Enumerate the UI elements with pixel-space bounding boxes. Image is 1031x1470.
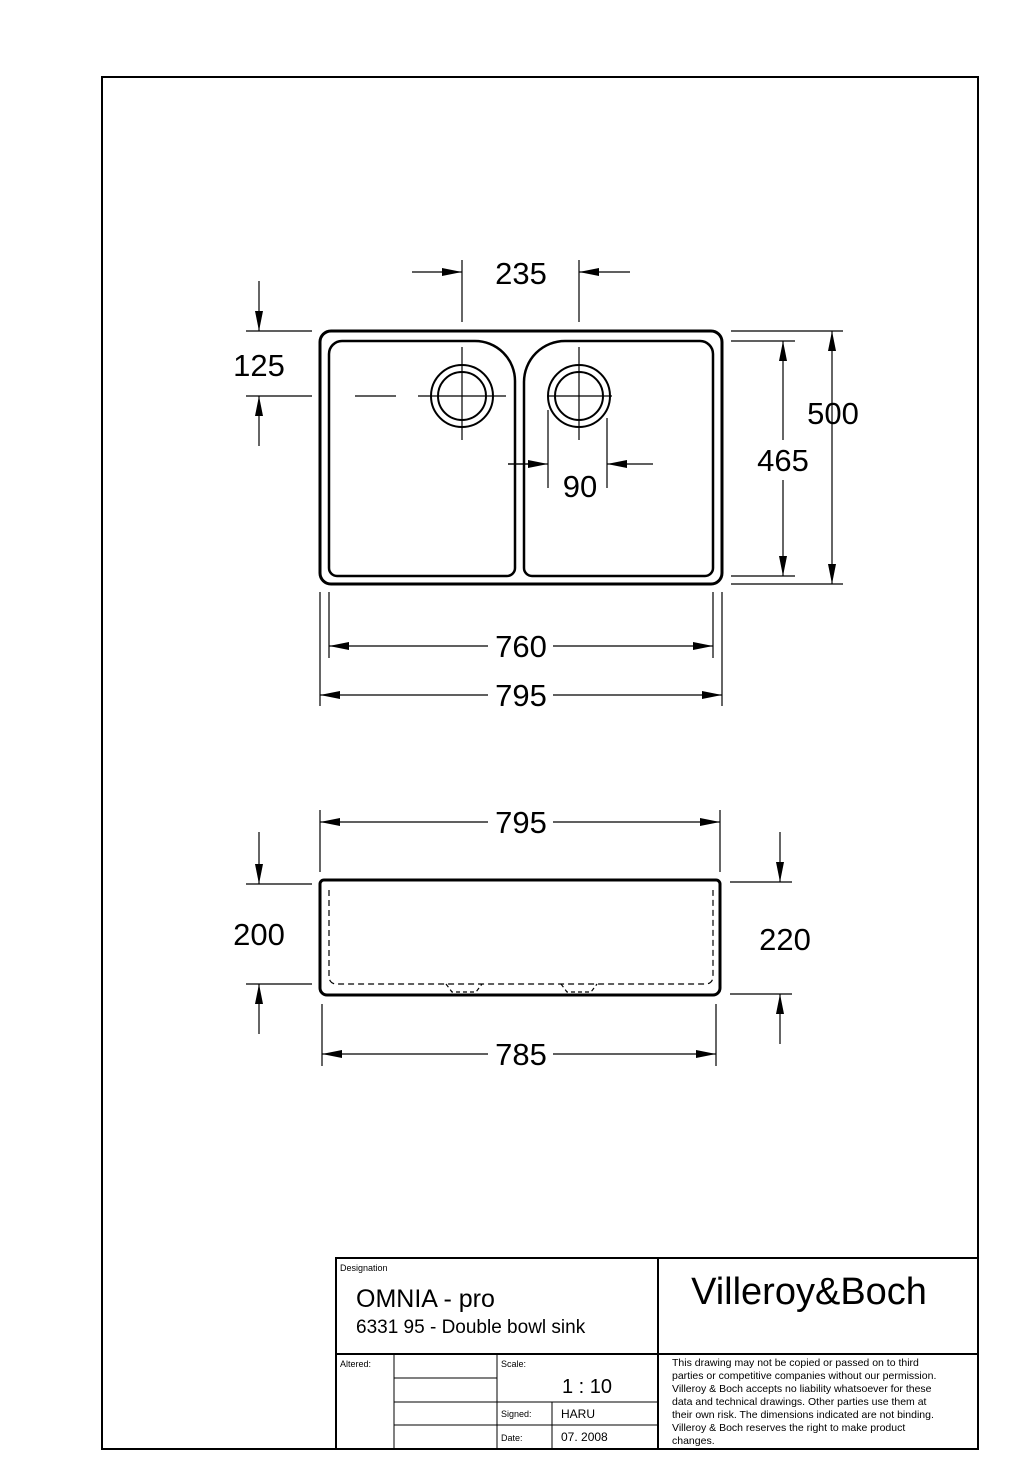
disclaimer-text: This drawing may not be copied or passed… [672,1357,936,1447]
dim-label-235: 235 [495,256,547,291]
dim-label-785: 785 [495,1037,547,1072]
sink-outer-outline [318,329,724,586]
dim-label-795-top: 795 [495,678,547,713]
signed-value: HARU [561,1407,595,1421]
right-drain-hidden [560,983,598,993]
dim-label-500: 500 [807,396,859,431]
dim-label-200: 200 [233,917,285,952]
svg-text:their own risk. The dimensions: their own risk. The dimensions indicated… [672,1409,934,1421]
svg-text:parties or competitive compani: parties or competitive companies without… [672,1370,936,1382]
left-drain-hidden [445,983,483,993]
sink-front-view [318,878,722,997]
dimension-760 [328,592,714,658]
dim-label-465: 465 [757,443,809,478]
dimension-465 [731,340,795,577]
svg-text:data and technical drawings. O: data and technical drawings. Other parti… [672,1396,927,1408]
scale-label: Scale: [501,1359,526,1369]
designation-label: Designation [340,1263,388,1273]
svg-text:This drawing may not be copied: This drawing may not be copied or passed… [672,1357,919,1369]
left-bowl-outline [327,339,517,578]
dimension-795-front [319,810,721,872]
dimension-235 [412,260,630,322]
product-description: 6331 95 - Double bowl sink [356,1317,586,1338]
dimension-125 [246,281,312,446]
product-name: OMNIA - pro [356,1285,495,1313]
signed-label: Signed: [501,1409,532,1419]
hidden-bowl-line [328,890,714,985]
altered-label: Altered: [340,1359,371,1369]
dimension-90 [508,410,653,488]
title-block [335,1257,979,1450]
dim-label-90: 90 [563,469,597,504]
right-bowl-outline [522,339,715,578]
front-outline [318,878,722,997]
brand-logo: Villeroy&Boch [691,1271,927,1313]
svg-text:Villeroy & Boch reserves the r: Villeroy & Boch reserves the right to ma… [672,1422,905,1434]
dimension-795-top [319,592,723,706]
dim-label-125: 125 [233,348,285,383]
dim-label-220: 220 [759,922,811,957]
date-label: Date: [501,1433,523,1443]
left-drain-icon [418,347,506,440]
scale-value: 1 : 10 [562,1376,612,1398]
dim-label-795-front: 795 [495,805,547,840]
dimension-200 [246,832,312,1034]
date-value: 07. 2008 [561,1430,608,1444]
dimension-220 [730,832,792,1044]
svg-text:changes.: changes. [672,1435,715,1447]
svg-text:Villeroy & Boch accepts no lia: Villeroy & Boch accepts no liability wha… [672,1383,932,1395]
dimension-785 [321,1004,717,1066]
right-drain-icon [547,347,612,440]
dimension-500 [731,330,843,585]
sink-top-view [318,329,724,586]
dim-label-760: 760 [495,629,547,664]
